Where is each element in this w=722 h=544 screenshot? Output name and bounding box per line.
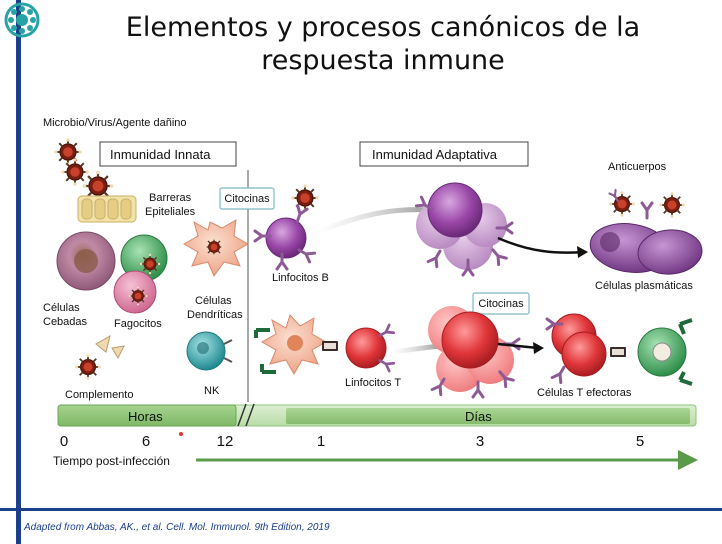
t-cell-clone-icon [428, 306, 521, 399]
tick-3: 3 [476, 433, 484, 450]
timeline-bar [57, 403, 697, 427]
innate-section-header: Inmunidad Innata [99, 141, 237, 167]
svg-text:Inmunidad Adaptativa: Inmunidad Adaptativa [372, 147, 498, 162]
dendritic-label-1: Células [195, 295, 232, 307]
adaptive-section-header: Inmunidad Adaptativa [359, 141, 529, 167]
b-cell-label: Linfocitos B [272, 272, 329, 284]
title-line-2: respuesta inmune [261, 45, 505, 76]
antibodies-label: Anticuerpos [608, 161, 667, 173]
epithelial-barrier-icon [77, 195, 137, 223]
time-arrow-icon [196, 450, 698, 470]
effector-t-cell-icon [545, 313, 693, 386]
axis-label: Tiempo post-infección [53, 454, 170, 468]
days-label: Días [465, 409, 492, 424]
laser-dot [179, 432, 183, 436]
tick-1: 1 [317, 433, 325, 450]
mast-cell-label-2: Cebadas [43, 316, 88, 328]
t-cell-icon [345, 323, 396, 373]
nk-label: NK [204, 385, 220, 397]
antibody-icon [608, 188, 686, 220]
complement-label: Complemento [65, 389, 133, 401]
t-cells-label: Linfocitos T [345, 377, 401, 389]
barriers-label-2: Epiteliales [145, 206, 196, 218]
cytokines-box-adaptive: Citocinas [472, 292, 530, 315]
phagocyte-icon [113, 234, 168, 314]
effector-t-label: Células T efectoras [537, 387, 632, 399]
mast-cell-icon [56, 231, 116, 291]
svg-text:Citocinas: Citocinas [224, 193, 270, 205]
complement-icon [74, 334, 125, 381]
phagocytes-label: Fagocitos [114, 318, 162, 330]
effector-arrow-head [533, 342, 544, 354]
process-arrow-head [577, 246, 588, 258]
hours-label: Horas [128, 409, 163, 424]
barriers-label-1: Barreras [149, 192, 192, 204]
citation-footer: Adapted from Abbas, AK., et al. Cell. Mo… [23, 522, 330, 533]
tick-0: 0 [60, 433, 68, 450]
mast-cell-label-1: Células [43, 302, 80, 314]
antigen-presenting-cell-icon [254, 314, 338, 376]
b-cell-clone-icon [414, 182, 514, 277]
dendritic-label-2: Dendríticas [187, 309, 243, 321]
left-frame-bar [16, 0, 21, 544]
svg-text:Citocinas: Citocinas [478, 298, 524, 310]
title-line-1: Elementos y procesos canónicos de la [126, 12, 640, 43]
nk-cell-icon [186, 331, 233, 371]
dendritic-cell-icon [182, 219, 250, 278]
cytokines-box-innate: Citocinas [219, 187, 275, 210]
plasma-cell-icon [589, 223, 703, 275]
b-cell-icon [253, 183, 320, 271]
tick-5: 5 [636, 433, 644, 450]
t-cell-activation-path [391, 343, 441, 355]
effector-arrow [497, 342, 539, 350]
bottom-frame-line [0, 508, 722, 511]
microbe-label: Microbio/Virus/Agente dañino [43, 117, 187, 129]
tick-12: 12 [217, 433, 234, 450]
plasma-cells-label: Células plasmáticas [595, 280, 693, 292]
process-arrow-icon [497, 236, 585, 254]
b-cell-activation-path [317, 207, 431, 235]
tick-6: 6 [142, 433, 150, 450]
logo-icon [4, 2, 40, 38]
svg-text:Inmunidad Innata: Inmunidad Innata [110, 147, 211, 162]
